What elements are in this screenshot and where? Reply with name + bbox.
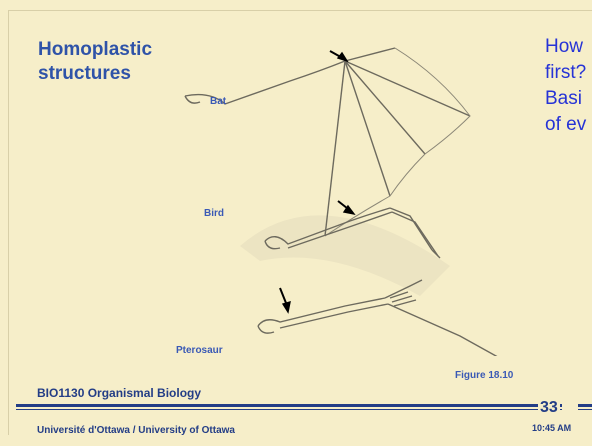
page-number: 33	[538, 399, 560, 417]
question-line-1: How	[545, 34, 586, 60]
label-pterosaur: Pterosaur	[176, 345, 223, 356]
course-title: BIO1130 Organismal Biology	[37, 386, 201, 400]
footer-rule-thick-right	[578, 404, 592, 407]
question-line-4: of ev	[545, 112, 586, 138]
figure-caption: Figure 18.10	[455, 370, 513, 381]
slide-title-line-2: structures	[38, 62, 152, 86]
bat-wing-illustration	[185, 48, 470, 236]
label-bird: Bird	[204, 208, 224, 219]
slide-title: Homoplastic structures	[38, 38, 152, 86]
question-line-3: Basi	[545, 86, 586, 112]
wing-skeleton-figure	[170, 36, 500, 356]
question-line-2: first?	[545, 60, 586, 86]
footer-rule-thin-right	[578, 409, 592, 410]
university-name: Université d'Ottawa / University of Otta…	[37, 425, 235, 436]
footer-rule-thin	[16, 409, 562, 410]
slide-time: 10:45 AM	[532, 423, 571, 433]
slide-title-line-1: Homoplastic	[38, 38, 152, 62]
pterosaur-wing-illustration	[258, 280, 500, 356]
question-text: How first? Basi of ev	[545, 34, 586, 138]
footer-rule-thick	[16, 404, 562, 407]
label-bat: Bat	[210, 96, 226, 107]
